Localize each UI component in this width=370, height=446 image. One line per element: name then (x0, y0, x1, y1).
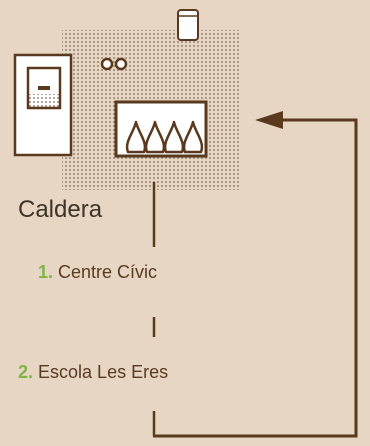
building-item-1: 1. Centre Cívic (38, 262, 157, 283)
building-label-2: Escola Les Eres (38, 362, 169, 382)
building-item-2: 2. Escola Les Eres (18, 362, 168, 383)
building-label-1: Centre Cívic (58, 262, 158, 282)
control-panel-icon (13, 53, 73, 157)
building-number-1: 1. (38, 262, 54, 282)
chimney-icon (177, 9, 199, 41)
boiler-flames-icon (114, 100, 208, 158)
building-number-2: 2. (18, 362, 34, 382)
return-arrow-icon (153, 111, 358, 438)
gauge-icon (100, 57, 128, 71)
boiler-title: Caldera (18, 196, 103, 223)
